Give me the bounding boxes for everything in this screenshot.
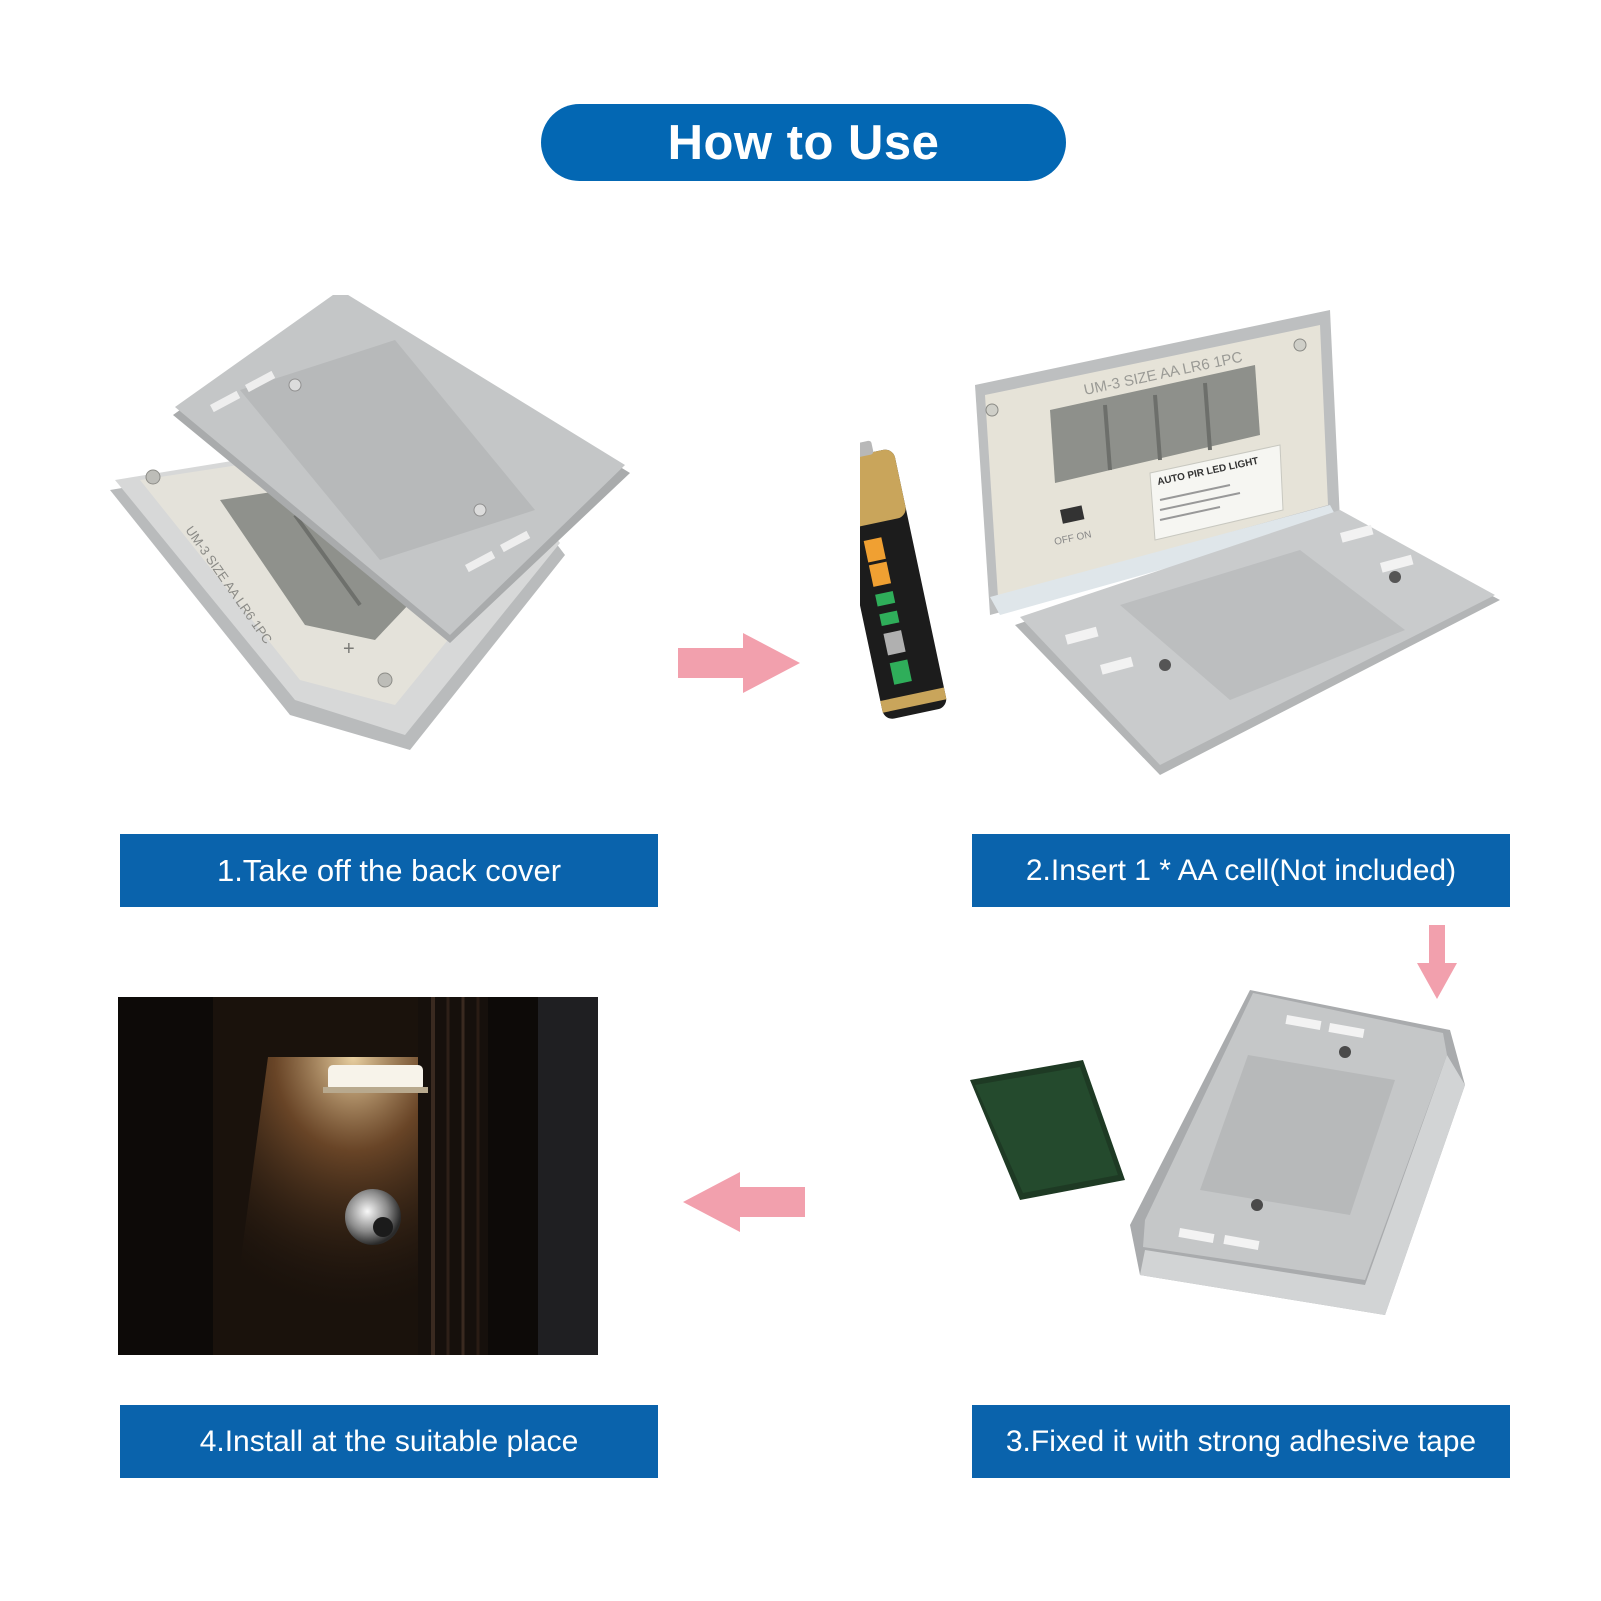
plus-print: + <box>343 638 355 660</box>
step2-caption: 2.Insert 1 * AA cell(Not included) <box>972 834 1510 907</box>
step1-image: UM-3 SIZE AA LR6 1PC + <box>105 295 645 755</box>
arrow-down-icon <box>1417 925 1457 1000</box>
step3-caption: 3.Fixed it with strong adhesive tape <box>972 1405 1510 1478</box>
step3-image <box>965 985 1490 1325</box>
step4-caption: 4.Install at the suitable place <box>120 1405 658 1478</box>
page-title: How to Use <box>541 104 1066 181</box>
arrow-right-icon <box>678 633 803 693</box>
step2-image: UM-3 SIZE AA LR6 1PC AUTO PIR LED LIGHT … <box>860 305 1540 805</box>
step1-caption: 1.Take off the back cover <box>120 834 658 907</box>
step4-image <box>118 997 598 1355</box>
arrow-left-icon <box>680 1172 805 1232</box>
